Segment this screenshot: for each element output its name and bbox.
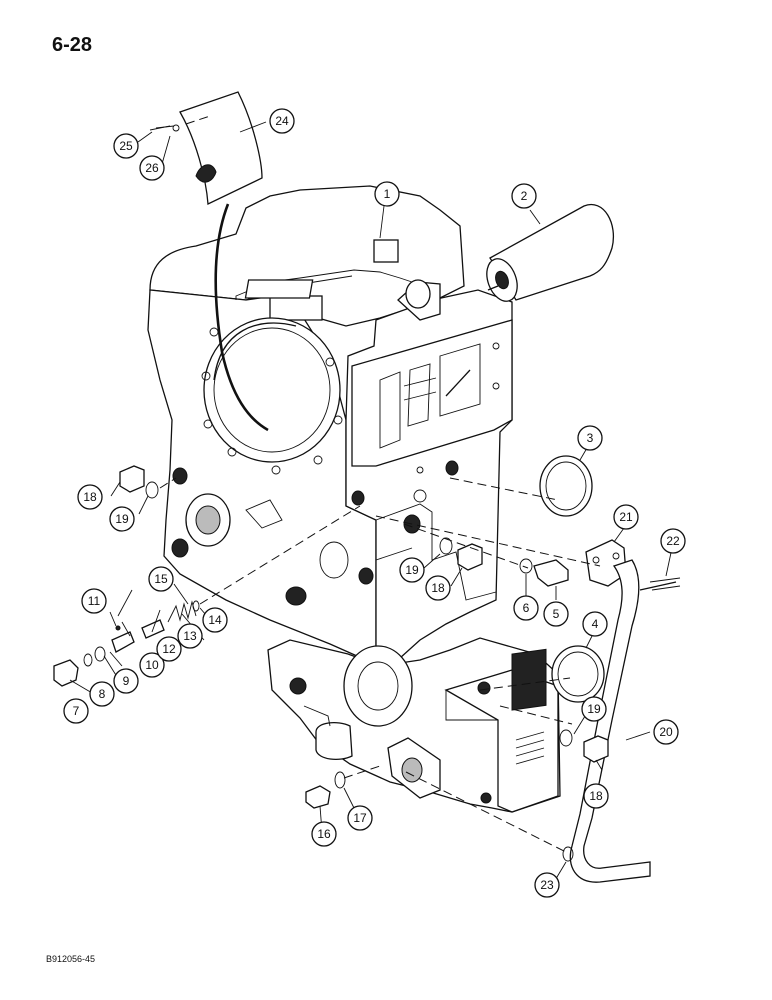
callout-3: 3: [577, 425, 603, 451]
cover-plate: [155, 91, 269, 432]
callout-4: 4: [582, 611, 608, 637]
svg-text:9: 9: [123, 674, 130, 688]
callout-18: 18: [583, 783, 609, 809]
svg-text:17: 17: [353, 811, 367, 825]
svg-text:19: 19: [587, 702, 601, 716]
svg-text:11: 11: [88, 594, 101, 608]
callout-22: 22: [660, 528, 686, 554]
svg-text:19: 19: [115, 512, 129, 526]
figure-code: B912056-45: [46, 954, 96, 964]
svg-text:12: 12: [162, 642, 176, 656]
callout-12: 12: [156, 636, 182, 662]
callout-18: 18: [77, 484, 103, 510]
callout-20: 20: [653, 719, 679, 745]
svg-text:10: 10: [145, 658, 159, 672]
svg-text:25: 25: [119, 139, 133, 153]
svg-text:24: 24: [275, 114, 289, 128]
callout-2: 2: [511, 183, 537, 209]
svg-text:18: 18: [431, 581, 445, 595]
callout-11: 11: [81, 588, 107, 614]
svg-text:19: 19: [405, 563, 419, 577]
callout-25: 25: [113, 133, 139, 159]
small-parts: [53, 125, 609, 862]
callout-13: 13: [177, 623, 203, 649]
oil-filter: [486, 203, 614, 302]
callout-14: 14: [202, 607, 228, 633]
callout-8: 8: [89, 681, 115, 707]
callout-17: 17: [347, 805, 373, 831]
svg-text:6: 6: [523, 601, 530, 615]
callout-21: 21: [613, 504, 639, 530]
svg-text:21: 21: [619, 510, 633, 524]
svg-text:18: 18: [589, 789, 603, 803]
svg-text:23: 23: [540, 878, 554, 892]
svg-text:8: 8: [99, 687, 106, 701]
callout-6: 6: [513, 595, 539, 621]
svg-text:14: 14: [208, 613, 222, 627]
svg-text:18: 18: [83, 490, 97, 504]
callout-9: 9: [113, 668, 139, 694]
callout-18: 18: [425, 575, 451, 601]
svg-text:7: 7: [73, 704, 80, 718]
svg-text:1: 1: [384, 187, 391, 201]
cover-4: [551, 645, 605, 703]
svg-text:2: 2: [521, 189, 528, 203]
callout-19: 19: [399, 557, 425, 583]
svg-text:26: 26: [145, 161, 159, 175]
callout-26: 26: [139, 155, 165, 181]
svg-text:3: 3: [587, 431, 594, 445]
callout-19: 19: [581, 696, 607, 722]
svg-text:4: 4: [592, 617, 599, 631]
callout-23: 23: [534, 872, 560, 898]
callout-5: 5: [543, 601, 569, 627]
svg-text:5: 5: [553, 607, 560, 621]
callout-1: 1: [374, 181, 400, 207]
svg-text:15: 15: [154, 572, 168, 586]
svg-text:16: 16: [317, 827, 331, 841]
callout-15: 15: [148, 566, 174, 592]
callout-19: 19: [109, 506, 135, 532]
callout-10: 10: [139, 652, 165, 678]
callout-24: 24: [269, 108, 295, 134]
cover-3: [539, 455, 593, 517]
svg-text:20: 20: [659, 725, 673, 739]
svg-text:13: 13: [183, 629, 197, 643]
lower-housing: [267, 637, 561, 813]
callout-16: 16: [311, 821, 337, 847]
transmission-housing: [147, 185, 513, 665]
page-number: 6-28: [52, 34, 93, 56]
svg-text:22: 22: [666, 534, 680, 548]
assembly-lines: [159, 115, 601, 853]
callout-7: 7: [63, 698, 89, 724]
